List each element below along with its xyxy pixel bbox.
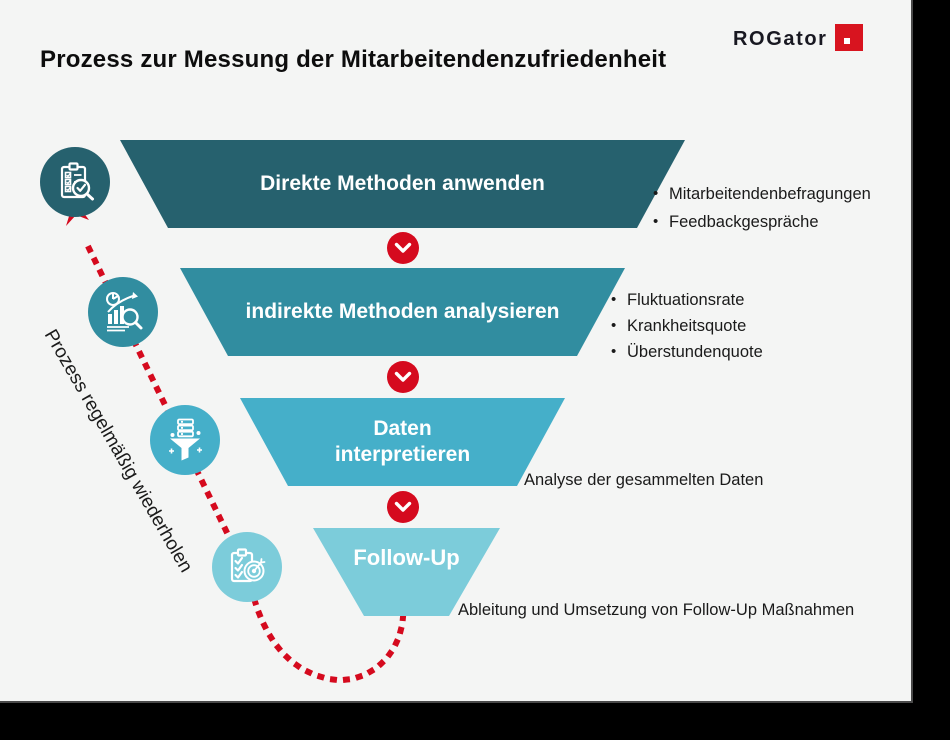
notes-level-3: Analyse der gesammelten Daten bbox=[524, 466, 763, 494]
step-icon-circle-4 bbox=[212, 532, 282, 602]
clipboard-checklist-magnifier-icon bbox=[60, 162, 94, 201]
chevron-down-icon bbox=[387, 361, 419, 393]
chevron-down-icon bbox=[387, 232, 419, 264]
note-item: Krankheitsquote bbox=[610, 313, 763, 339]
funnel-level-indirekte-methoden: indirekte Methoden analysieren bbox=[180, 268, 625, 356]
data-funnel-icon bbox=[169, 418, 202, 461]
note-item: Feedbackgespräche bbox=[652, 208, 871, 236]
funnel-level-label: Daten bbox=[373, 416, 432, 440]
clipboard-target-icon bbox=[230, 548, 266, 583]
note-item: Analyse der gesammelten Daten bbox=[524, 471, 764, 489]
chevron-down-icon bbox=[387, 491, 419, 523]
funnel-level-label: interpretieren bbox=[334, 443, 471, 466]
step-icon-circle-1 bbox=[40, 147, 110, 217]
step-icon-circle-2 bbox=[88, 277, 158, 347]
funnel-level-daten-interpretieren: Daten interpretieren bbox=[240, 398, 565, 486]
notes-level-2: Fluktuationsrate Krankheitsquote Überstu… bbox=[610, 287, 763, 365]
step-icon-circle-3 bbox=[150, 405, 220, 475]
note-item: Fluktuationsrate bbox=[610, 287, 763, 313]
logo-wordmark: ROGator bbox=[733, 28, 828, 50]
notes-level-1: Mitarbeitendenbefragungen Feedbackgesprä… bbox=[652, 180, 871, 236]
logo-white-dot bbox=[843, 38, 850, 44]
funnel-level-label: Follow-Up bbox=[353, 545, 460, 570]
rogator-logo: ROGator bbox=[733, 24, 863, 51]
infographic-card: Prozess zur Messung der Mitarbeitendenzu… bbox=[0, 0, 913, 703]
page-title: Prozess zur Messung der Mitarbeitendenzu… bbox=[40, 46, 667, 73]
notes-level-4: Ableitung und Umsetzung von Follow-Up Ma… bbox=[458, 596, 854, 624]
note-item: Ableitung und Umsetzung von Follow-Up Ma… bbox=[458, 601, 855, 619]
funnel-level-direkte-methoden: Direkte Methoden anwenden bbox=[120, 140, 685, 228]
chart-analysis-magnifier-icon bbox=[106, 292, 143, 332]
note-item: Mitarbeitendenbefragungen bbox=[652, 180, 871, 208]
note-item: Überstundenquote bbox=[610, 339, 763, 365]
funnel-level-label: Direkte Methoden anwenden bbox=[260, 171, 545, 195]
logo-red-square-icon bbox=[834, 24, 863, 51]
funnel-level-label: indirekte Methoden analysieren bbox=[245, 299, 560, 323]
